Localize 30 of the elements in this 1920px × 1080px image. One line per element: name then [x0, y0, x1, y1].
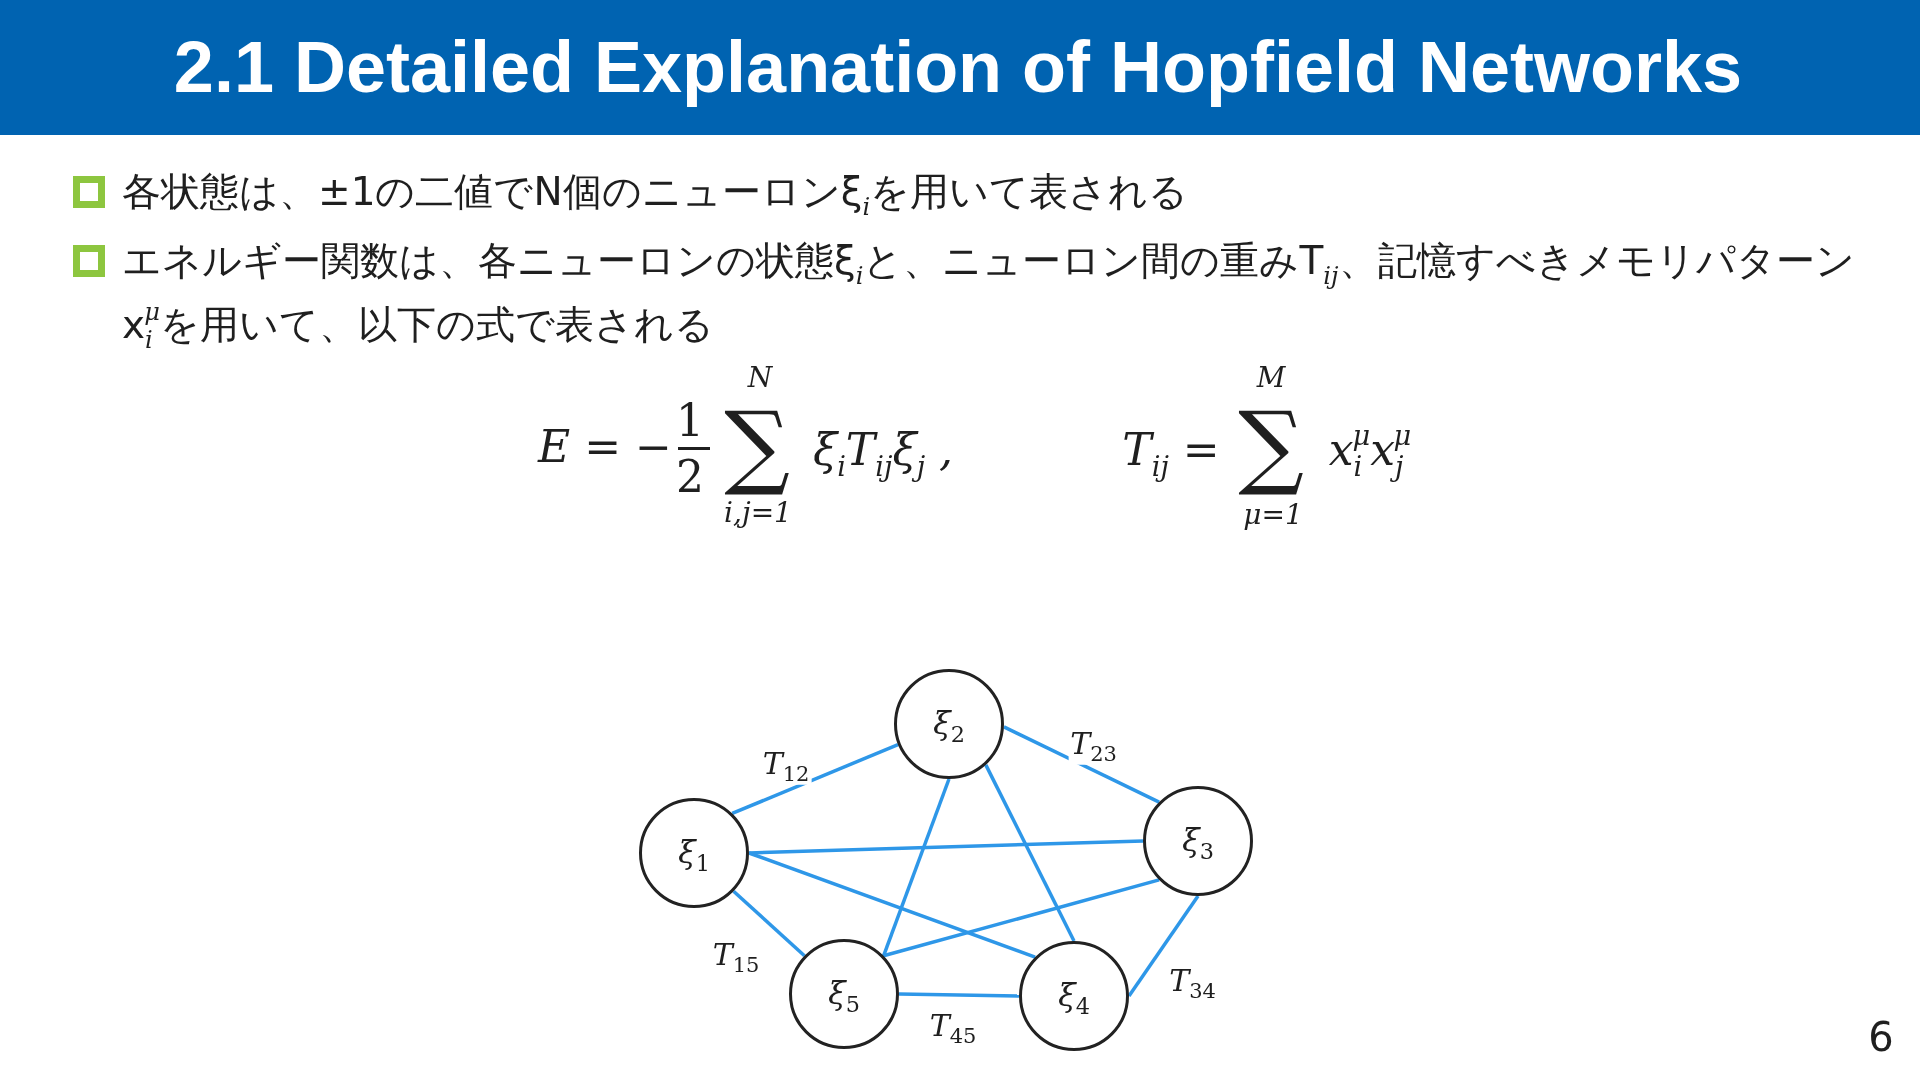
equation-term: E = −: [538, 420, 672, 475]
bullet-text: 各状態は、±1の二値でN個のニューロンξ$_{i}$を用いて表される: [122, 168, 1190, 223]
page-number: 6: [1868, 1013, 1894, 1061]
sum-upper-limit: M: [1256, 360, 1286, 397]
summation-sign: ∑: [1238, 397, 1304, 495]
connection-line: [883, 878, 1160, 958]
sum-lower-limit: i,j=1: [724, 495, 792, 532]
sum-lower-limit: μ=1: [1243, 497, 1303, 534]
connection-line: [748, 851, 1036, 959]
connection-line: [898, 992, 1020, 998]
connection-line: [1127, 895, 1200, 997]
slide-title: 2.1 Detailed Explanation of Hopfield Networks: [173, 26, 1743, 110]
neuron-label: ξ$_{2}$: [933, 703, 965, 746]
connection-line: [731, 743, 899, 816]
neuron-label: ξ$_{5}$: [828, 973, 860, 1016]
fraction-denominator: 2: [676, 455, 704, 499]
connection-line: [732, 889, 806, 958]
neuron-label: ξ$_{3}$: [1182, 820, 1214, 863]
fraction-numerator: 1: [676, 399, 704, 443]
equation-term: T$_{ij}$ =: [1122, 423, 1220, 480]
equation-term: ξ$_{i}$T$_{ij}$ξ$_{j}$ ,: [812, 423, 954, 480]
connection-line: [984, 764, 1076, 942]
summation-sign: ∑: [724, 397, 790, 495]
neuron-label: ξ$_{1}$: [678, 832, 710, 875]
bullet-text: エネルギー関数は、各ニューロンの状態ξ$_{i}$と、ニューロン間の重みT$_{ij}$、記憶すべきメモリパターンx$_{i}$$^{μ}$を用いて、以下の式で表される: [122, 237, 1856, 356]
connection-line: [748, 839, 1144, 855]
sum-upper-limit: N: [747, 360, 773, 397]
neuron-label: ξ$_{4}$: [1058, 975, 1090, 1018]
connection-line: [1003, 725, 1160, 804]
connection-line: [881, 778, 951, 957]
